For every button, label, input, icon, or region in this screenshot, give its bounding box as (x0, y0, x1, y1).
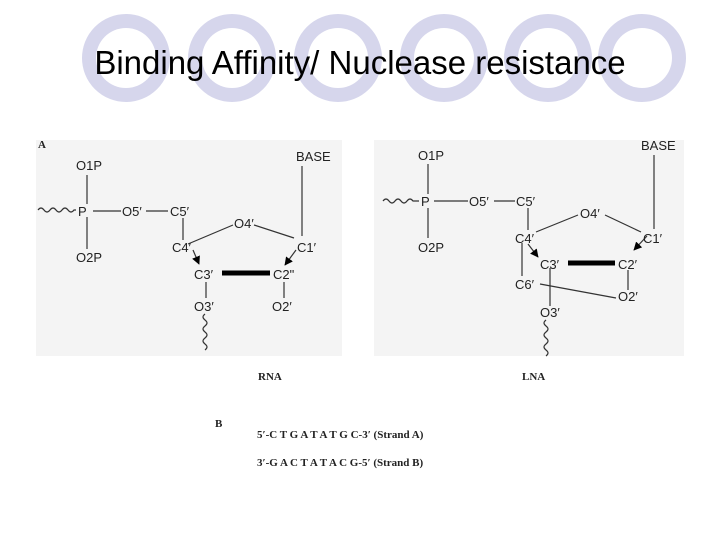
rna-atom-c3: C3′ (194, 267, 214, 282)
lna-atom-c3: C3′ (540, 257, 560, 272)
lna-atom-o5: O5′ (469, 194, 489, 209)
lna-wavy-link (382, 198, 419, 204)
lna-o3-wavy-link (543, 319, 549, 357)
rna-atom-o4: O4′ (234, 216, 254, 231)
lna-atom-base: BASE (641, 138, 676, 153)
strand-b-sequence: 3′-G A C T A T A C G-5′ (Strand B) (257, 457, 423, 469)
rna-atom-c2: C2" (273, 267, 295, 282)
lna-atom-c6: C6′ (515, 277, 535, 292)
rna-atom-o1p: O1P (76, 158, 102, 173)
rna-structure: O1P P O2P O5′ C5′ O4′ BASE C4′ C1′ C3′ C… (37, 149, 331, 351)
lna-atom-o2p: O2P (418, 240, 444, 255)
panel-a-label: A (38, 139, 46, 151)
lna-atom-c1: C1′ (643, 231, 663, 246)
slide-title: Binding Affinity/ Nuclease resistance (94, 44, 626, 81)
rna-atom-o2: O2′ (272, 299, 292, 314)
panel-lna-background (374, 140, 684, 356)
rna-atom-o2p: O2P (76, 250, 102, 265)
decorative-circles (78, 10, 690, 106)
lna-atom-c5: C5′ (516, 194, 536, 209)
lna-structure: O1P P O2P O5′ C5′ O4′ BASE C4′ C1′ C3′ C… (382, 138, 676, 357)
lna-atom-c2: C2′ (618, 257, 638, 272)
rna-atom-c1: C1′ (297, 240, 317, 255)
lna-atom-c4: C4′ (515, 231, 535, 246)
rna-o3-wavy-link (202, 313, 208, 351)
lna-atom-o3: O3′ (540, 305, 560, 320)
rna-atom-p: P (78, 204, 87, 219)
lna-atom-o1p: O1P (418, 148, 444, 163)
lna-atom-p: P (421, 194, 430, 209)
rna-atom-o5: O5′ (122, 204, 142, 219)
lna-atom-o2: O2′ (618, 289, 638, 304)
lna-caption: LNA (522, 371, 545, 383)
rna-wavy-link (37, 207, 76, 213)
panel-b-label: B (215, 418, 223, 430)
rna-caption: RNA (258, 371, 282, 383)
rna-atom-o3: O3′ (194, 299, 214, 314)
strand-a-sequence: 5′-C T G A T A T G C-3′ (Strand A) (257, 429, 424, 441)
rna-atom-c5: C5′ (170, 204, 190, 219)
lna-atom-o4: O4′ (580, 206, 600, 221)
rna-atom-c4: C4′ (172, 240, 192, 255)
rna-atom-base: BASE (296, 149, 331, 164)
